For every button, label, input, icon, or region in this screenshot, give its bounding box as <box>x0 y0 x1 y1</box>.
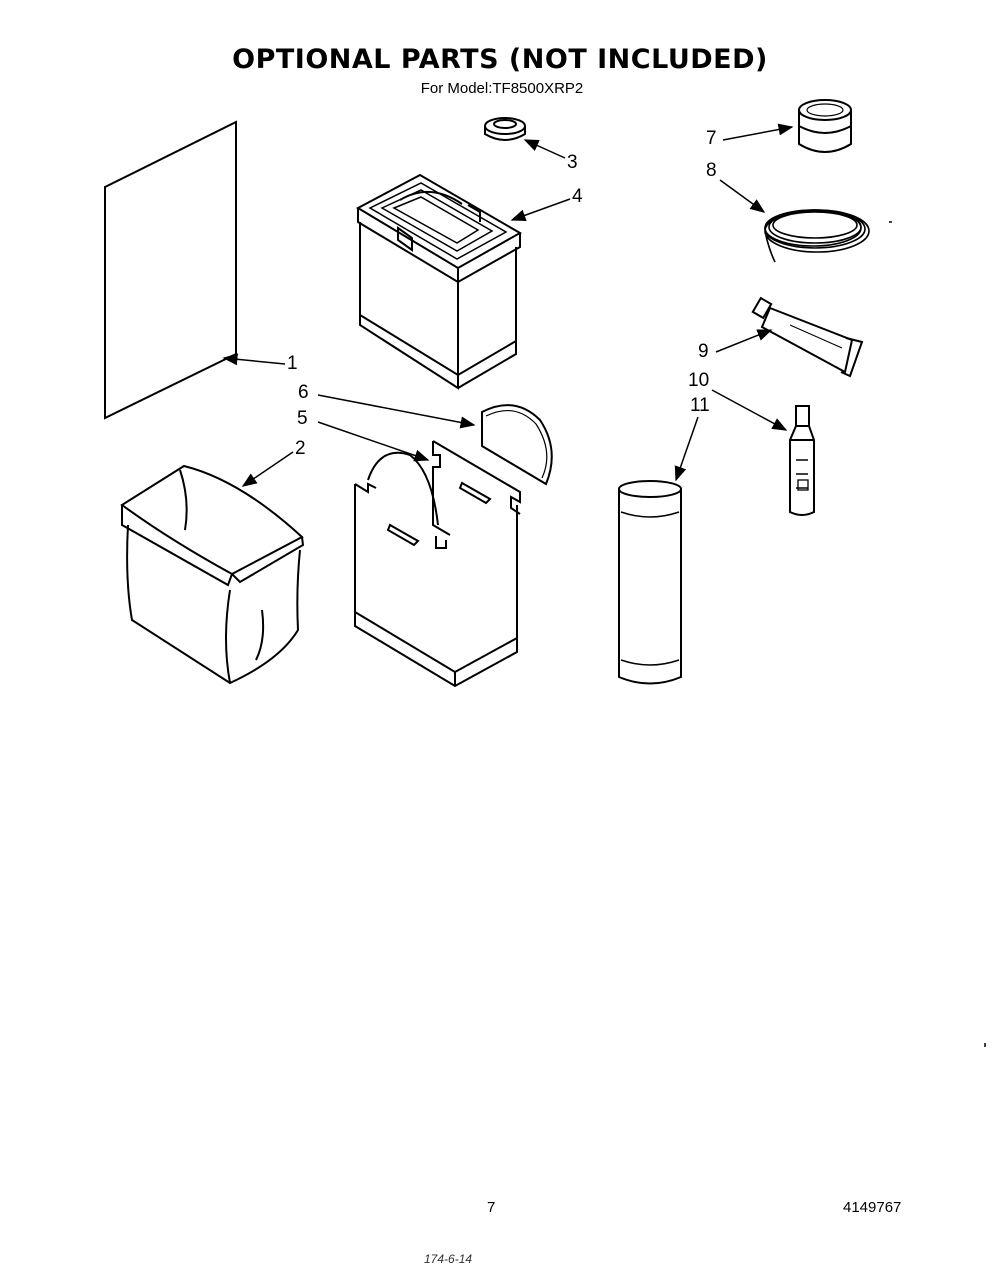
page-title: OPTIONAL PARTS (NOT INCLUDED) <box>232 44 768 75</box>
part-10-bottle <box>789 405 815 516</box>
leader-2 <box>241 451 294 487</box>
callout-5: 5 <box>297 408 308 429</box>
leader-11 <box>674 416 699 482</box>
part-9-tube <box>751 296 864 378</box>
callout-6: 6 <box>298 382 309 403</box>
leader-6 <box>317 394 476 429</box>
part-7-jar <box>798 99 852 153</box>
part-2-bag <box>120 464 305 685</box>
callout-2: 2 <box>295 438 306 459</box>
leader-4 <box>510 198 571 222</box>
page-number: 7 <box>487 1199 496 1216</box>
leader-1 <box>222 353 286 366</box>
part-1-sheet <box>104 120 237 420</box>
part-6-panel <box>481 404 553 486</box>
leader-8 <box>719 179 766 213</box>
leader-10 <box>711 389 788 431</box>
callout-9: 9 <box>698 341 709 362</box>
model-line: For Model:TF8500XRP2 <box>420 80 584 97</box>
callout-1: 1 <box>287 353 298 374</box>
leader-3 <box>523 139 566 159</box>
callout-10: 10 <box>688 370 710 391</box>
callout-4: 4 <box>572 186 583 207</box>
part-11-can <box>618 480 682 685</box>
leader-lines <box>222 123 794 487</box>
part-3-cap <box>484 117 526 141</box>
document-number: 4149767 <box>843 1199 902 1216</box>
callout-8: 8 <box>706 160 717 181</box>
handwritten-mark: 174-6-14 <box>424 1252 473 1266</box>
part-8-coil <box>764 209 870 263</box>
callout-11: 11 <box>690 395 710 416</box>
leader-5 <box>317 421 430 462</box>
part-4-container <box>355 173 523 390</box>
part-5-holder <box>354 440 521 688</box>
leader-9 <box>715 329 773 353</box>
callout-7: 7 <box>706 128 717 149</box>
callout-3: 3 <box>567 152 578 173</box>
leader-7 <box>722 123 794 141</box>
